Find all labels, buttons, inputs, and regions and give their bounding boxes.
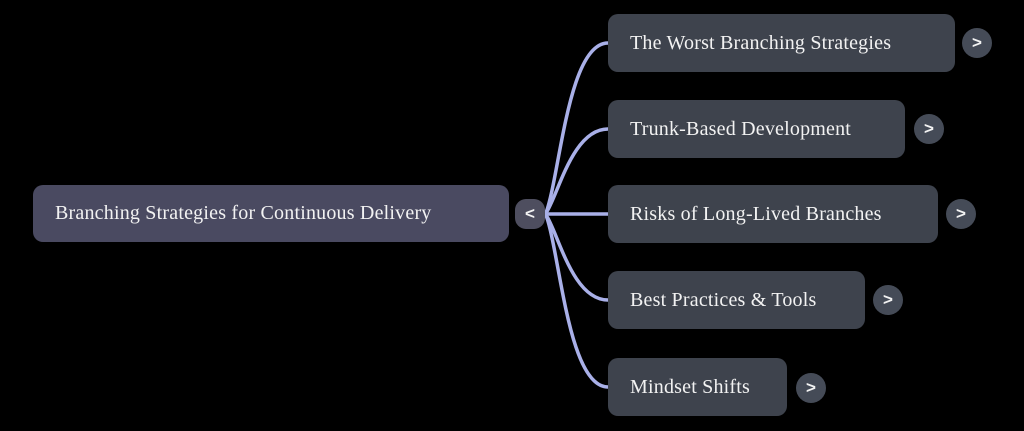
expand-button-mindset-shifts[interactable]: > bbox=[796, 373, 826, 403]
expand-button-best-practices-tools[interactable]: > bbox=[873, 285, 903, 315]
expand-icon: > bbox=[806, 378, 816, 397]
connector-line bbox=[544, 41, 610, 215]
collapse-button[interactable]: < bbox=[515, 199, 545, 229]
expand-button-risks-of-long-lived-branches[interactable]: > bbox=[946, 199, 976, 229]
expand-icon: > bbox=[883, 290, 893, 309]
child-node-worst-branching-strategies[interactable]: The Worst Branching Strategies bbox=[608, 14, 955, 72]
expand-button-trunk-based-development[interactable]: > bbox=[914, 114, 944, 144]
expand-icon: > bbox=[924, 119, 934, 138]
child-node-label: Best Practices & Tools bbox=[630, 288, 817, 311]
connector-line bbox=[544, 213, 610, 389]
child-node-label: Trunk-Based Development bbox=[630, 117, 852, 140]
expand-icon: > bbox=[956, 204, 966, 223]
connector-line bbox=[544, 213, 610, 302]
child-node-mindset-shifts[interactable]: Mindset Shifts bbox=[608, 358, 787, 416]
child-node-label: The Worst Branching Strategies bbox=[630, 31, 892, 54]
child-node-risks-of-long-lived-branches[interactable]: Risks of Long-Lived Branches bbox=[608, 185, 938, 243]
child-node-label: Mindset Shifts bbox=[630, 375, 751, 398]
child-node-best-practices-tools[interactable]: Best Practices & Tools bbox=[608, 271, 865, 329]
collapse-icon: < bbox=[525, 204, 535, 223]
child-node-trunk-based-development[interactable]: Trunk-Based Development bbox=[608, 100, 905, 158]
connector-line bbox=[544, 127, 610, 215]
root-node[interactable]: Branching Strategies for Continuous Deli… bbox=[33, 185, 509, 242]
root-node-label: Branching Strategies for Continuous Deli… bbox=[55, 202, 432, 224]
expand-icon: > bbox=[972, 33, 982, 52]
expand-button-worst-branching-strategies[interactable]: > bbox=[962, 28, 992, 58]
child-node-label: Risks of Long-Lived Branches bbox=[630, 202, 882, 225]
